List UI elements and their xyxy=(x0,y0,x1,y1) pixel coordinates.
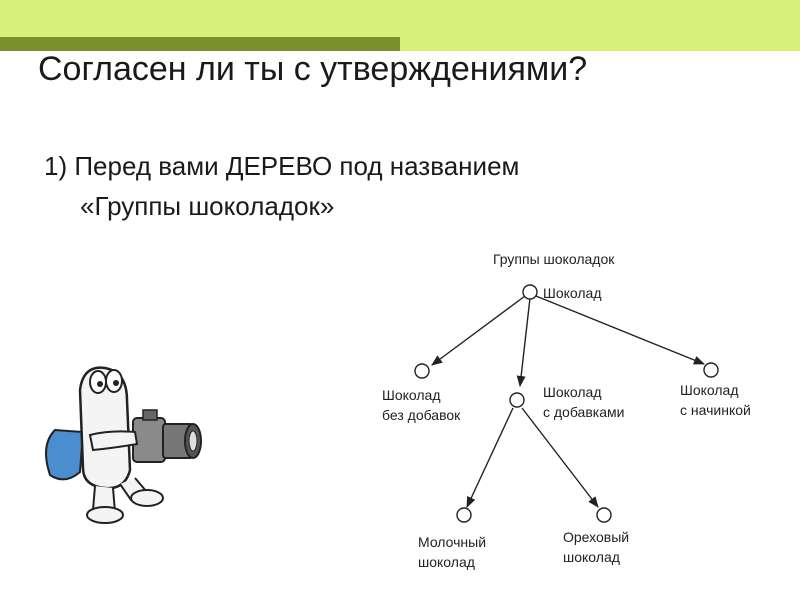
slide-title: Согласен ли ты с утверждениями? xyxy=(38,50,588,88)
edge-root-child1 xyxy=(431,295,526,366)
statement-line-2: «Группы шоколадок» xyxy=(80,191,335,221)
edge-child2-grand1 xyxy=(466,407,514,509)
node-child3 xyxy=(703,362,719,378)
node-grand2-label-2: шоколад xyxy=(563,549,620,565)
node-grand1 xyxy=(456,507,472,523)
node-child3-label-1: Шоколад xyxy=(680,382,739,398)
node-root xyxy=(522,284,538,300)
statement-1: 1) Перед вами ДЕРЕВО под названием «Груп… xyxy=(44,146,519,226)
edge-root-child3 xyxy=(535,295,706,365)
node-grand2 xyxy=(596,507,612,523)
node-child2-label-1: Шоколад xyxy=(543,384,602,400)
node-child2 xyxy=(509,392,525,408)
root-caption: Группы шоколадок xyxy=(493,251,615,267)
node-grand2-label-1: Ореховый xyxy=(563,529,629,545)
statement-line-1: 1) Перед вами ДЕРЕВО под названием xyxy=(44,151,520,181)
node-child1 xyxy=(414,363,430,379)
node-child1-label-1: Шоколад xyxy=(382,387,441,403)
camera-mascot-icon xyxy=(45,366,202,524)
node-child1-label-2: без добавок xyxy=(382,407,461,423)
top-banner xyxy=(0,0,800,37)
node-child3-label-2: с начинкой xyxy=(680,402,751,418)
node-child2-label-2: с добавками xyxy=(543,404,624,420)
edge-root-child2 xyxy=(516,297,531,388)
edge-child2-grand2 xyxy=(521,407,599,508)
chocolate-tree-diagram: Группы шоколадок Шоколад Шоколад без доб… xyxy=(382,251,751,570)
banner-stripe-dark xyxy=(0,37,400,51)
node-grand1-label-1: Молочный xyxy=(418,534,486,550)
node-root-label: Шоколад xyxy=(543,285,602,301)
node-grand1-label-2: шоколад xyxy=(418,554,475,570)
